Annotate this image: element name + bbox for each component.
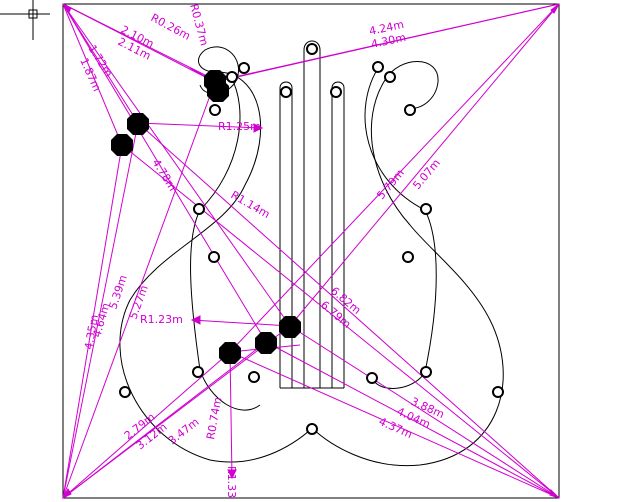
node-marker — [238, 62, 250, 74]
node-marker — [306, 423, 318, 435]
node-marker — [208, 251, 220, 263]
boundary-rectangle — [62, 3, 560, 499]
dimension-label: R1.25m — [218, 120, 261, 133]
filled-marker — [111, 134, 133, 156]
filled-marker — [127, 113, 149, 135]
filled-marker — [255, 332, 277, 354]
filled-marker — [207, 80, 229, 102]
lyre-body-outline — [119, 61, 504, 467]
node-marker — [492, 386, 504, 398]
node-marker — [119, 386, 131, 398]
node-marker — [372, 61, 384, 73]
crosshair-cursor-icon — [0, 0, 50, 40]
dimension-label: R1.23m — [140, 313, 183, 326]
dimension-lines — [61, 3, 560, 500]
node-marker — [193, 203, 205, 215]
node-marker — [209, 104, 221, 116]
dimension-label: R0.37m — [187, 2, 211, 47]
node-marker — [330, 86, 342, 98]
node-marker — [420, 366, 432, 378]
dimension-label: 3.47m — [166, 415, 202, 447]
node-marker — [420, 203, 432, 215]
node-marker — [280, 86, 292, 98]
dimension-label: 4.35m — [82, 314, 101, 351]
dimension-label: R0.74m — [204, 396, 224, 440]
node-marker — [192, 366, 204, 378]
inner-right-curve — [364, 64, 437, 389]
node-marker — [248, 371, 260, 383]
dimension-label: R1.14m — [229, 188, 273, 221]
node-marker — [366, 372, 378, 384]
dimension-label: R1.33 — [225, 466, 238, 498]
dimension-label: 5.79m — [374, 167, 407, 202]
node-marker — [306, 43, 318, 55]
node-markers — [119, 43, 504, 435]
node-marker — [402, 251, 414, 263]
filled-marker — [279, 316, 301, 338]
filled-marker — [219, 342, 241, 364]
node-marker — [404, 104, 416, 116]
inner-left-curve — [190, 74, 261, 411]
node-marker — [384, 71, 396, 83]
node-marker — [226, 71, 238, 83]
filled-markers — [111, 70, 301, 364]
